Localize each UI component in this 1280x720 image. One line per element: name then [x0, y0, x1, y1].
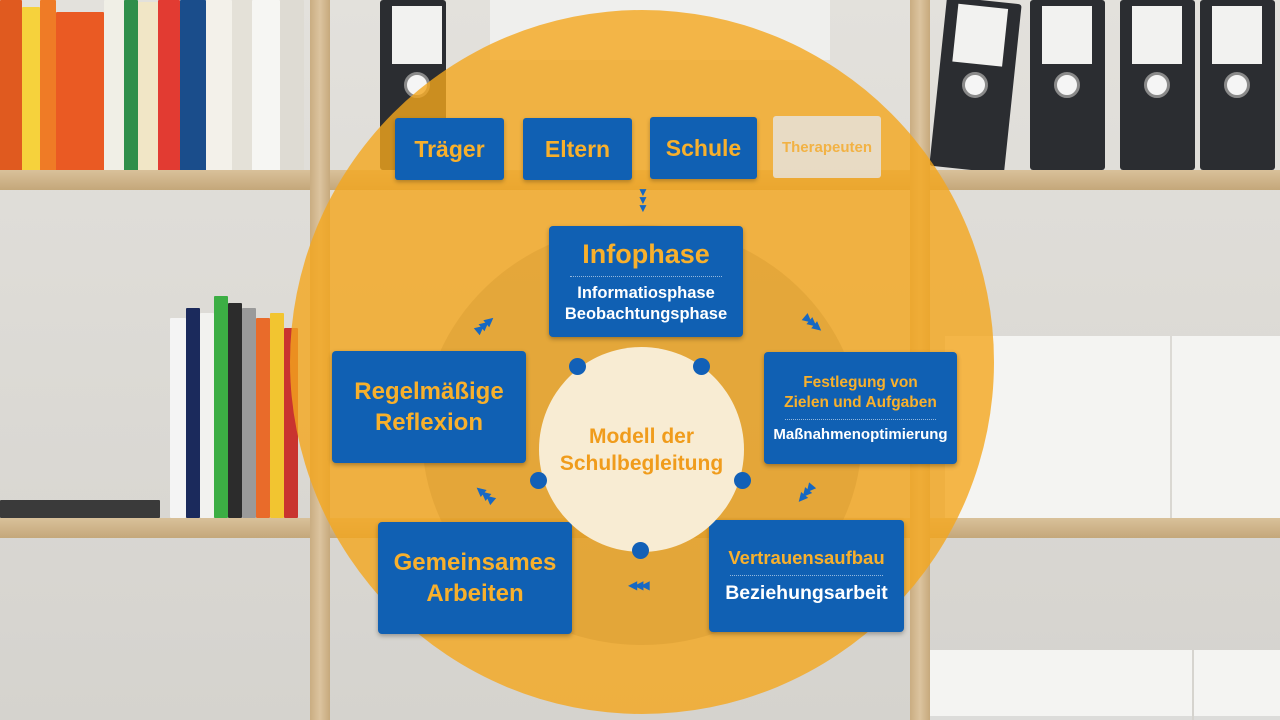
- arrow-down-icon: ▼▼▼: [637, 185, 649, 215]
- connector-dot: [693, 358, 710, 375]
- books-top-left: [0, 0, 310, 172]
- arrow-cycle-icon: ◀◀◀: [628, 578, 650, 592]
- infophase-lines: Informatiosphase Beobachtungsphase: [564, 283, 728, 323]
- tab-schule: Schule: [650, 117, 757, 179]
- binders-top-right: [929, 0, 1280, 174]
- festlegung-title: Festlegung von Zielen und Aufgaben: [784, 374, 937, 411]
- tab-traeger: Träger: [395, 118, 504, 180]
- divider: [570, 275, 722, 277]
- card-gemeinsames-arbeiten: Gemeinsames Arbeiten: [378, 522, 572, 634]
- tab-therapeuten: Therapeuten: [773, 116, 881, 178]
- infophase-title: Infophase: [582, 238, 710, 269]
- center-label: Modell der Schulbegleitung: [559, 424, 724, 475]
- connector-dot: [569, 358, 586, 375]
- reflexion-title: Regelmäßige Reflexion: [354, 378, 504, 436]
- gemeinsam-title: Gemeinsames Arbeiten: [393, 549, 557, 607]
- vertrauen-title: Vertrauensaufbau: [728, 547, 885, 568]
- vertrauen-sub: Beziehungsarbeit: [725, 582, 888, 604]
- storage-box: [1172, 336, 1280, 526]
- center-circle: Modell der Schulbegleitung: [539, 347, 744, 552]
- card-festlegung: Festlegung von Zielen und Aufgaben Maßna…: [764, 352, 957, 464]
- connector-dot: [632, 542, 649, 559]
- divider: [730, 575, 883, 576]
- connector-dot: [530, 472, 547, 489]
- connector-dot: [734, 472, 751, 489]
- books-middle-left: [0, 290, 310, 518]
- card-regelmaessige-reflexion: Regelmäßige Reflexion: [332, 351, 526, 463]
- storage-box: [930, 650, 1192, 720]
- card-infophase: Infophase Informatiosphase Beobachtungsp…: [549, 226, 743, 337]
- storage-box: [1194, 650, 1280, 720]
- festlegung-sub: Maßnahmenoptimierung: [773, 426, 948, 443]
- tab-eltern: Eltern: [523, 118, 632, 180]
- card-vertrauensaufbau: Vertrauensaufbau Beziehungsarbeit: [709, 520, 904, 632]
- divider: [785, 419, 936, 420]
